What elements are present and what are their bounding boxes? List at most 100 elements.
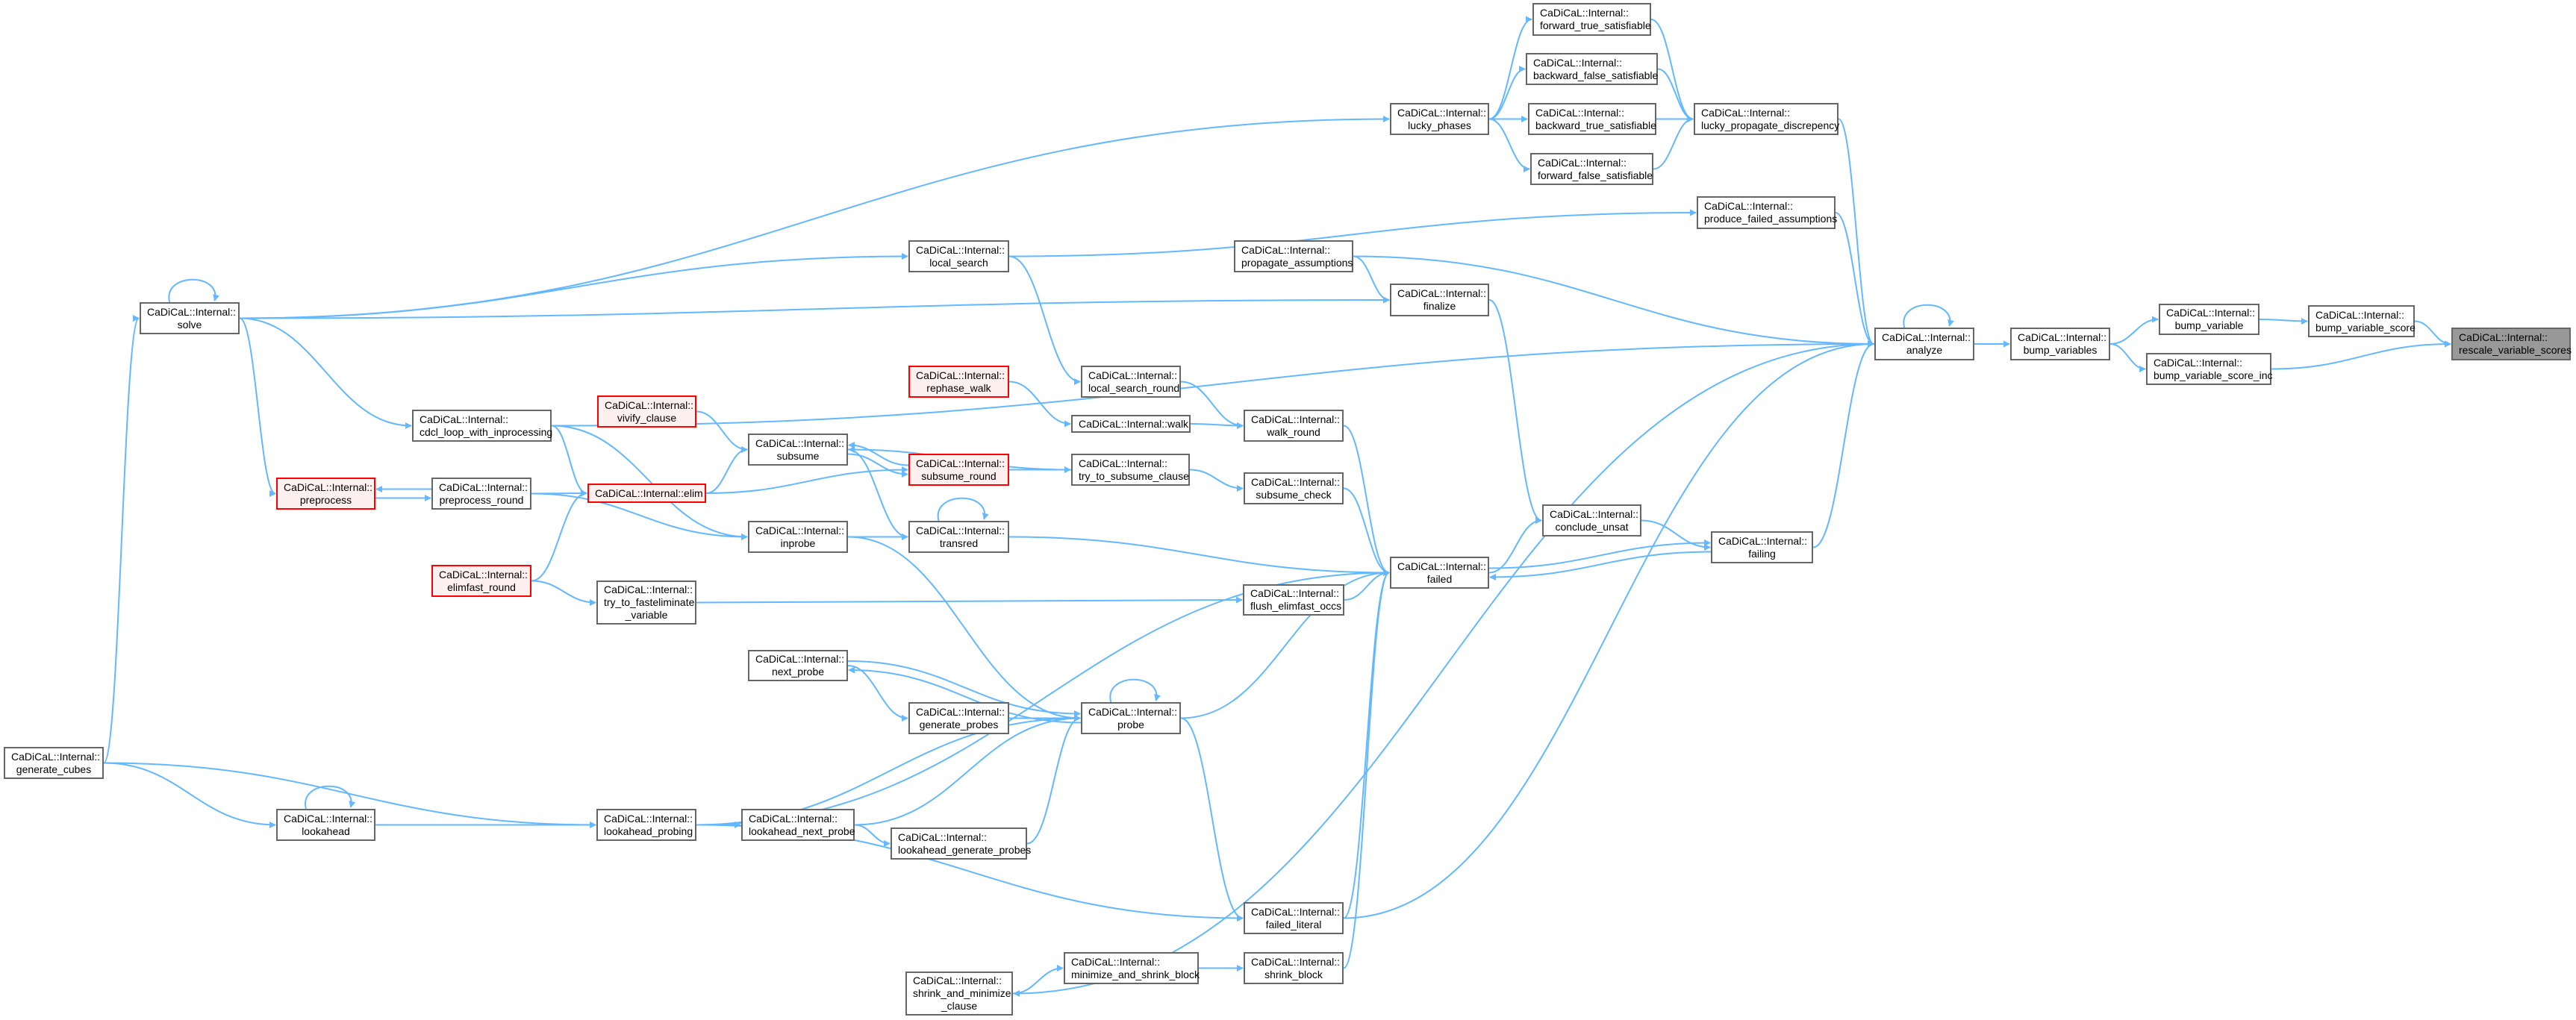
node-msb[interactable]: CaDiCaL::Internal::minimize_and_shrink_b…	[1064, 952, 1200, 984]
edge-failed-to-failing	[1488, 539, 1711, 569]
node-lnp[interactable]: CaDiCaL::Internal::lookahead_next_probe	[741, 809, 855, 841]
node-smc[interactable]: CaDiCaL::Internal::shrink_and_minimize_c…	[905, 971, 1013, 1016]
node-gp[interactable]: CaDiCaL::Internal::generate_probes	[908, 702, 1009, 734]
node-pa[interactable]: CaDiCaL::Internal::propagate_assumptions	[1234, 240, 1353, 272]
node-label-line: rescale_variable_scores	[2459, 344, 2572, 356]
node-lpd[interactable]: CaDiCaL::Internal::lucky_propagate_discr…	[1694, 103, 1839, 135]
node-cdcl[interactable]: CaDiCaL::Internal::cdcl_loop_with_inproc…	[412, 410, 552, 442]
node-label-line: next_probe	[771, 666, 825, 678]
node-label-line: CaDiCaL::Internal::	[916, 369, 1005, 381]
node-bt[interactable]: CaDiCaL::Internal::backward_true_satisfi…	[1528, 103, 1656, 135]
node-label-line: generate_cubes	[16, 763, 92, 775]
edge-lnp-to-probe	[854, 715, 1081, 826]
node-lgp[interactable]: CaDiCaL::Internal::lookahead_generate_pr…	[891, 827, 1031, 860]
node-label-line: CaDiCaL::Internal::	[604, 583, 693, 595]
node-tsc[interactable]: CaDiCaL::Internal::try_to_subsume_clause	[1071, 454, 1190, 486]
node-label-line: CaDiCaL::Internal::	[1251, 413, 1341, 425]
edge-fin-to-cu	[1488, 299, 1542, 524]
node-label-line: CaDiCaL::Internal::	[1397, 560, 1487, 572]
node-sb[interactable]: CaDiCaL::Internal::shrink_block	[1244, 952, 1344, 984]
node-label-line: CaDiCaL::Internal::	[1088, 369, 1178, 381]
node-pfa[interactable]: CaDiCaL::Internal::produce_failed_assump…	[1697, 196, 1837, 229]
edge-ls-to-pfa	[1008, 209, 1697, 257]
node-label-line: solve	[177, 318, 202, 331]
edge-bvars-to-bv	[2109, 316, 2159, 345]
node-pre[interactable]: CaDiCaL::Internal::preprocess	[276, 478, 375, 510]
edge-efr-to-elim	[531, 489, 587, 582]
edge-bf-to-lpd	[1657, 68, 1694, 122]
edge-wr-to-failed	[1343, 425, 1390, 576]
node-failed[interactable]: CaDiCaL::Internal::failed	[1390, 557, 1489, 589]
node-label-line: CaDiCaL::Internal::	[1250, 587, 1340, 599]
node-ls[interactable]: CaDiCaL::Internal::local_search	[908, 240, 1009, 272]
node-elim[interactable]: CaDiCaL::Internal::elim	[587, 484, 706, 503]
node-label-line: backward_false_satisfiable	[1533, 69, 1659, 81]
node-label-line: CaDiCaL::Internal::elim	[595, 486, 703, 499]
node-label-line: backward_true_satisfiable	[1535, 119, 1656, 131]
node-label-line: CaDiCaL::Internal::	[1397, 287, 1487, 299]
node-efr[interactable]: CaDiCaL::Internal::elimfast_round	[431, 565, 531, 597]
edge-tfe-to-feo	[696, 596, 1243, 604]
edge-lp-to-bf	[1488, 66, 1526, 120]
node-lsr[interactable]: CaDiCaL::Internal::local_search_round	[1081, 366, 1181, 398]
node-label-line: CaDiCaL::Internal::walk	[1079, 417, 1189, 430]
node-label-line: preprocess	[299, 493, 352, 506]
node-label-line: CaDiCaL::Internal::	[1538, 156, 1627, 169]
edge-cdcl-to-elim	[551, 425, 587, 497]
node-fin[interactable]: CaDiCaL::Internal::finalize	[1390, 284, 1489, 316]
node-bvs[interactable]: CaDiCaL::Internal::bump_variable_score	[2308, 305, 2416, 337]
edge-pfa-to-analyze	[1835, 212, 1874, 348]
node-label-line: flush_elimfast_occs	[1250, 600, 1342, 612]
edge-tsc-to-sc	[1189, 469, 1244, 492]
edge-solve-to-pre	[239, 317, 276, 497]
node-label-line: minimize_and_shrink_block	[1071, 968, 1200, 980]
node-label-line: failed_literal	[1265, 918, 1322, 930]
node-bvars[interactable]: CaDiCaL::Internal::bump_variables	[2010, 328, 2110, 360]
node-rw[interactable]: CaDiCaL::Internal::rephase_walk	[908, 366, 1009, 398]
node-pr[interactable]: CaDiCaL::Internal::preprocess_round	[431, 478, 531, 510]
node-inprobe[interactable]: CaDiCaL::Internal::inprobe	[748, 521, 848, 553]
node-label-line: CaDiCaL::Internal::	[1535, 106, 1625, 119]
node-label-line: CaDiCaL::Internal::	[1079, 457, 1168, 469]
edge-solve-to-ls	[239, 253, 908, 319]
node-wr[interactable]: CaDiCaL::Internal::walk_round	[1244, 410, 1344, 442]
node-label-line: walk_round	[1267, 425, 1320, 438]
node-label-line: CaDiCaL::Internal::	[1701, 106, 1791, 119]
node-label-line: CaDiCaL::Internal::	[916, 457, 1005, 469]
node-analyze[interactable]: CaDiCaL::Internal::analyze	[1874, 328, 1974, 360]
node-walk[interactable]: CaDiCaL::Internal::walk	[1071, 415, 1191, 433]
node-bvsi[interactable]: CaDiCaL::Internal::bump_variable_score_i…	[2146, 353, 2273, 385]
node-la[interactable]: CaDiCaL::Internal::lookahead	[276, 809, 375, 841]
node-failing[interactable]: CaDiCaL::Internal::failing	[1711, 531, 1813, 563]
node-sc[interactable]: CaDiCaL::Internal::subsume_check	[1244, 472, 1344, 504]
node-label-line: CaDiCaL::Internal::	[439, 481, 528, 493]
node-sub[interactable]: CaDiCaL::Internal::subsume	[748, 434, 848, 466]
node-np[interactable]: CaDiCaL::Internal::next_probe	[748, 650, 848, 681]
node-tfe[interactable]: CaDiCaL::Internal::try_to_fasteliminate_…	[596, 581, 696, 625]
node-label-line: bump_variables	[2023, 344, 2098, 356]
node-fl[interactable]: CaDiCaL::Internal::failed_literal	[1244, 902, 1344, 934]
node-cu[interactable]: CaDiCaL::Internal::conclude_unsat	[1542, 504, 1641, 536]
node-tr[interactable]: CaDiCaL::Internal::transred	[908, 521, 1009, 553]
node-rescale[interactable]: CaDiCaL::Internal::rescale_variable_scor…	[2451, 328, 2572, 360]
node-lp[interactable]: CaDiCaL::Internal::lucky_phases	[1390, 103, 1489, 135]
edge-solve-to-cdcl	[239, 317, 412, 429]
node-sr[interactable]: CaDiCaL::Internal::subsume_round	[908, 454, 1009, 486]
node-ff[interactable]: CaDiCaL::Internal::forward_false_satisfi…	[1530, 153, 1653, 185]
node-probe[interactable]: CaDiCaL::Internal::probe	[1081, 702, 1181, 734]
node-bf[interactable]: CaDiCaL::Internal::backward_false_satisf…	[1526, 53, 1658, 85]
node-gc[interactable]: CaDiCaL::Internal::generate_cubes	[4, 747, 104, 779]
node-label-line: CaDiCaL::Internal::	[916, 705, 1005, 718]
node-label-line: CaDiCaL::Internal::	[1251, 955, 1341, 968]
node-feo[interactable]: CaDiCaL::Internal::flush_elimfast_occs	[1243, 584, 1344, 616]
node-ft[interactable]: CaDiCaL::Internal::forward_true_satisfia…	[1532, 3, 1651, 36]
node-label-line: CaDiCaL::Internal::	[284, 812, 373, 825]
node-label-line: CaDiCaL::Internal::	[1704, 200, 1794, 212]
node-vc[interactable]: CaDiCaL::Internal::vivify_clause	[597, 395, 696, 428]
node-lap[interactable]: CaDiCaL::Internal::lookahead_probing	[596, 809, 696, 841]
node-label-line: lookahead	[302, 825, 350, 837]
node-solve[interactable]: CaDiCaL::Internal::solve	[140, 302, 240, 334]
node-bv[interactable]: CaDiCaL::Internal::bump_variable	[2159, 304, 2260, 335]
edge-cu-to-failing	[1641, 519, 1711, 551]
edge-smc-to-msb	[1012, 965, 1064, 995]
